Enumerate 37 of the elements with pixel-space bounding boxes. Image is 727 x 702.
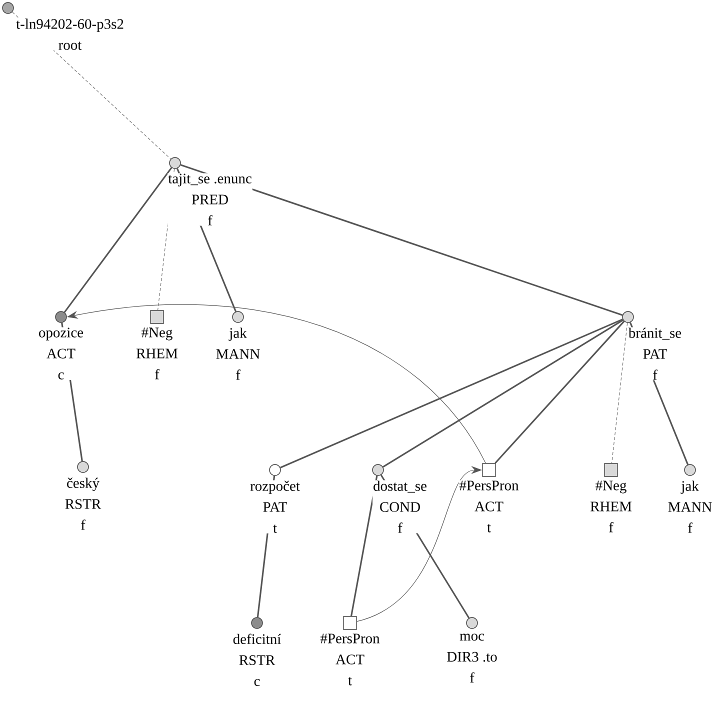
- tree-edge: [280, 318, 623, 468]
- tree-node-square: [343, 616, 357, 630]
- tree-node-circle: [77, 461, 89, 473]
- node-label: jak MANN f: [215, 327, 261, 380]
- node-label: rozpočet PAT t: [250, 480, 300, 534]
- tree-node-circle: [55, 311, 67, 323]
- tree-node-circle: [2, 2, 14, 14]
- tree-edge: [64, 167, 172, 313]
- node-label: t-ln94202-60-p3s2 root: [16, 18, 124, 50]
- tree-node-circle: [251, 617, 263, 629]
- node-label: deficitní RSTR c: [232, 633, 282, 687]
- tree-node-square: [150, 310, 164, 324]
- tree-node-circle: [622, 311, 634, 323]
- tree-node-square: [482, 463, 496, 477]
- node-label: dostat_se COND f: [372, 480, 428, 534]
- node-label: bránit_se PAT f: [628, 327, 682, 380]
- tree-edge: [612, 322, 628, 464]
- node-label: #Neg RHEM f: [590, 480, 632, 533]
- node-label: jak MANN f: [667, 480, 713, 534]
- tree-node-circle: [269, 464, 281, 476]
- tree-node-circle: [169, 157, 181, 169]
- node-label: tajit_se .enunc PRED f: [168, 173, 252, 226]
- tree-node-circle: [372, 464, 384, 476]
- tree-node-square: [604, 463, 618, 477]
- node-label: český RSTR f: [64, 477, 102, 530]
- tree-edge: [382, 319, 624, 468]
- tree-edge: [180, 164, 623, 316]
- tree-node-circle: [466, 617, 478, 629]
- node-label: #PersPron ACT t: [458, 480, 520, 533]
- node-label: #PersPron ACT t: [320, 633, 380, 686]
- tree-edge: [494, 320, 625, 464]
- tree-node-circle: [684, 464, 696, 476]
- tree-node-circle: [232, 311, 244, 323]
- node-label: moc DIR3 .to f: [446, 633, 498, 684]
- tree-edge: [350, 476, 378, 616]
- node-label: opozice ACT c: [38, 327, 84, 380]
- node-label: #Neg RHEM f: [136, 327, 178, 380]
